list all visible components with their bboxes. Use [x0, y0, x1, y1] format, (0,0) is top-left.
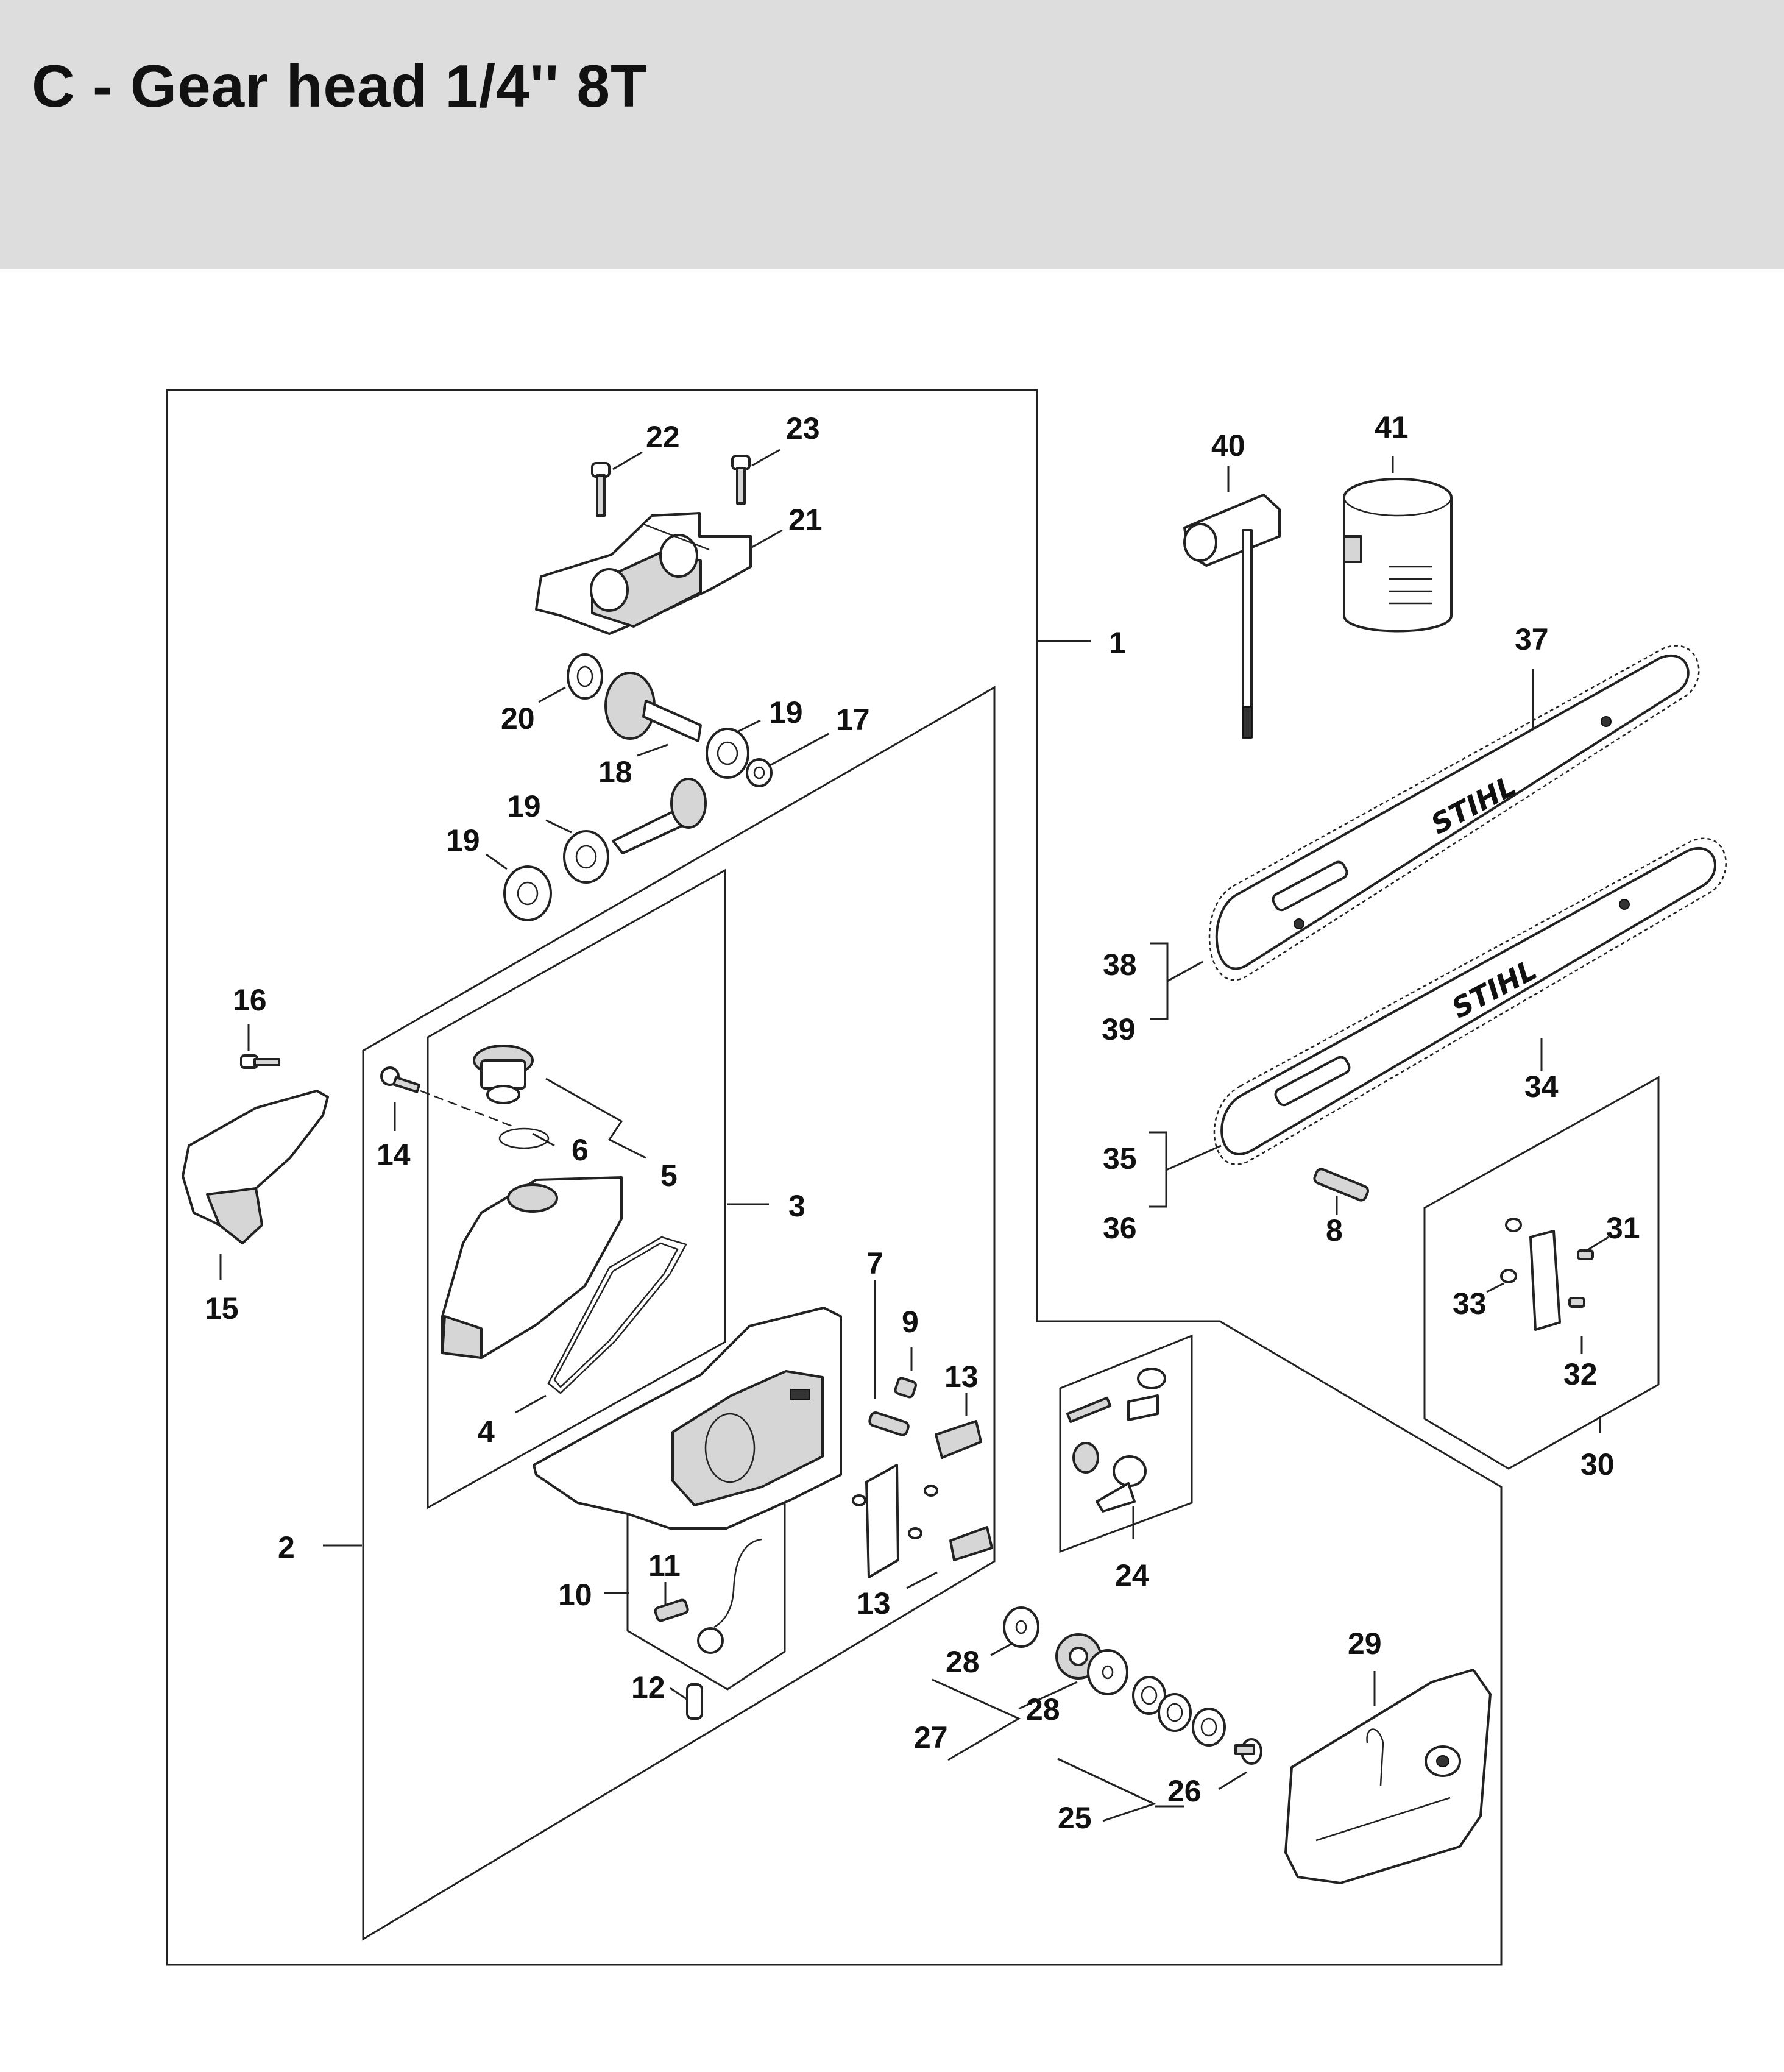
- callout-28b: 28: [1026, 1692, 1060, 1726]
- bearing-19a-drawing: [706, 728, 749, 779]
- screw-22-drawing: [591, 462, 611, 517]
- bevel-gear-drawing: [604, 672, 702, 742]
- callout-2: 2: [278, 1530, 295, 1564]
- plug-12-drawing: [686, 1683, 703, 1720]
- page-title: C - Gear head 1/4'' 8T: [32, 52, 648, 119]
- callout-23: 23: [786, 411, 820, 445]
- callout-3: 3: [788, 1189, 805, 1223]
- part-drawings: STIHL STIHL: [182, 455, 1727, 1884]
- bearing-20-drawing: [567, 653, 603, 700]
- gear-housing-21-drawing: [535, 512, 752, 635]
- callout-4: 4: [478, 1414, 495, 1449]
- oil-cap-5-drawing: [473, 1045, 534, 1104]
- callout-19b: 19: [507, 789, 541, 823]
- callout-22: 22: [646, 420, 680, 454]
- callout-16: 16: [233, 983, 267, 1017]
- callout-21: 21: [788, 503, 823, 537]
- leader-lines: [219, 449, 1609, 1822]
- screw-16-drawing: [240, 1054, 280, 1069]
- callout-12: 12: [631, 1670, 665, 1705]
- callout-7: 7: [866, 1246, 883, 1280]
- callout-labels: 1 2 3 4 5 6 7 8 9 10 11 12 13 13 14 15 1…: [205, 410, 1640, 1835]
- callout-33: 33: [1453, 1286, 1487, 1321]
- callout-15: 15: [205, 1291, 239, 1325]
- frame-assembly-30: [1423, 1076, 1660, 1470]
- callout-1: 1: [1109, 626, 1126, 660]
- callout-41: 41: [1375, 410, 1409, 444]
- callout-27: 27: [914, 1720, 948, 1754]
- callout-37: 37: [1515, 622, 1549, 656]
- callout-28a: 28: [946, 1645, 980, 1679]
- nut-9-drawing: [894, 1377, 917, 1399]
- callout-6: 6: [572, 1133, 589, 1167]
- callout-10: 10: [558, 1578, 592, 1612]
- fitting-11-drawing: [654, 1598, 689, 1622]
- gasket-drawing: [547, 1236, 687, 1394]
- grease-can-41-drawing: [1343, 478, 1453, 633]
- header-bar: C - Gear head 1/4'' 8T: [0, 0, 1784, 269]
- callout-26: 26: [1167, 1774, 1202, 1808]
- callout-31: 31: [1606, 1211, 1640, 1245]
- washer-28b-drawing: [1087, 1649, 1128, 1695]
- sprocket-cover-29-drawing: [1284, 1669, 1492, 1884]
- callout-5: 5: [660, 1158, 678, 1193]
- gear-case-drawing: [533, 1307, 842, 1530]
- callout-32: 32: [1563, 1357, 1598, 1391]
- callout-24: 24: [1115, 1558, 1149, 1592]
- wrench-40-drawing: [1183, 494, 1281, 739]
- bearing-19b-drawing: [563, 830, 609, 884]
- slide-13b-drawing: [949, 1526, 993, 1561]
- callout-13b: 13: [857, 1586, 891, 1620]
- callout-8: 8: [1326, 1213, 1343, 1247]
- callout-34: 34: [1524, 1070, 1559, 1104]
- grouping-frames: [166, 389, 1660, 1966]
- callout-30: 30: [1580, 1447, 1615, 1481]
- callout-36: 36: [1103, 1211, 1137, 1245]
- bearing-19c-drawing: [503, 865, 552, 921]
- oil-line-10-drawing: [697, 1538, 762, 1654]
- callout-17: 17: [836, 703, 870, 737]
- washer-28a-drawing: [1003, 1606, 1039, 1648]
- callout-19a: 19: [769, 695, 803, 729]
- tensioner-24-drawing: [1066, 1368, 1166, 1513]
- frame-assembly-3: [427, 868, 726, 1510]
- callout-14: 14: [377, 1138, 411, 1172]
- assembly-30-drawing: [1500, 1218, 1594, 1331]
- shaft-18-drawing: [612, 778, 707, 854]
- callout-29: 29: [1348, 1627, 1382, 1661]
- frame-assembly-1: [166, 389, 1503, 1966]
- callout-25: 25: [1058, 1801, 1092, 1835]
- stud-8-drawing: [1313, 1168, 1370, 1202]
- callout-9: 9: [902, 1305, 919, 1339]
- frame-assembly-2: [362, 686, 996, 1941]
- callout-13a: 13: [944, 1360, 979, 1394]
- callout-18: 18: [598, 755, 632, 789]
- callout-35: 35: [1103, 1141, 1137, 1176]
- callout-11: 11: [648, 1549, 681, 1583]
- screw-23-drawing: [731, 455, 751, 505]
- stud-7-drawing: [868, 1411, 910, 1436]
- o-ring-6-drawing: [498, 1127, 550, 1149]
- callout-39: 39: [1102, 1012, 1136, 1046]
- cover-15-drawing: [182, 1090, 329, 1244]
- callout-20: 20: [501, 701, 535, 736]
- slide-13a-drawing: [935, 1420, 982, 1459]
- frame-assembly-24: [1059, 1334, 1193, 1553]
- washers-25-drawing: [1132, 1676, 1226, 1747]
- oil-tank-4-drawing: [441, 1176, 623, 1359]
- callout-19c: 19: [446, 823, 480, 857]
- plate-drawing: [852, 1464, 938, 1578]
- callout-40: 40: [1211, 428, 1245, 463]
- washer-17-drawing: [746, 758, 773, 787]
- screw-14-drawing: [380, 1066, 516, 1129]
- callout-38: 38: [1103, 948, 1137, 982]
- screw-26-drawing: [1234, 1738, 1262, 1765]
